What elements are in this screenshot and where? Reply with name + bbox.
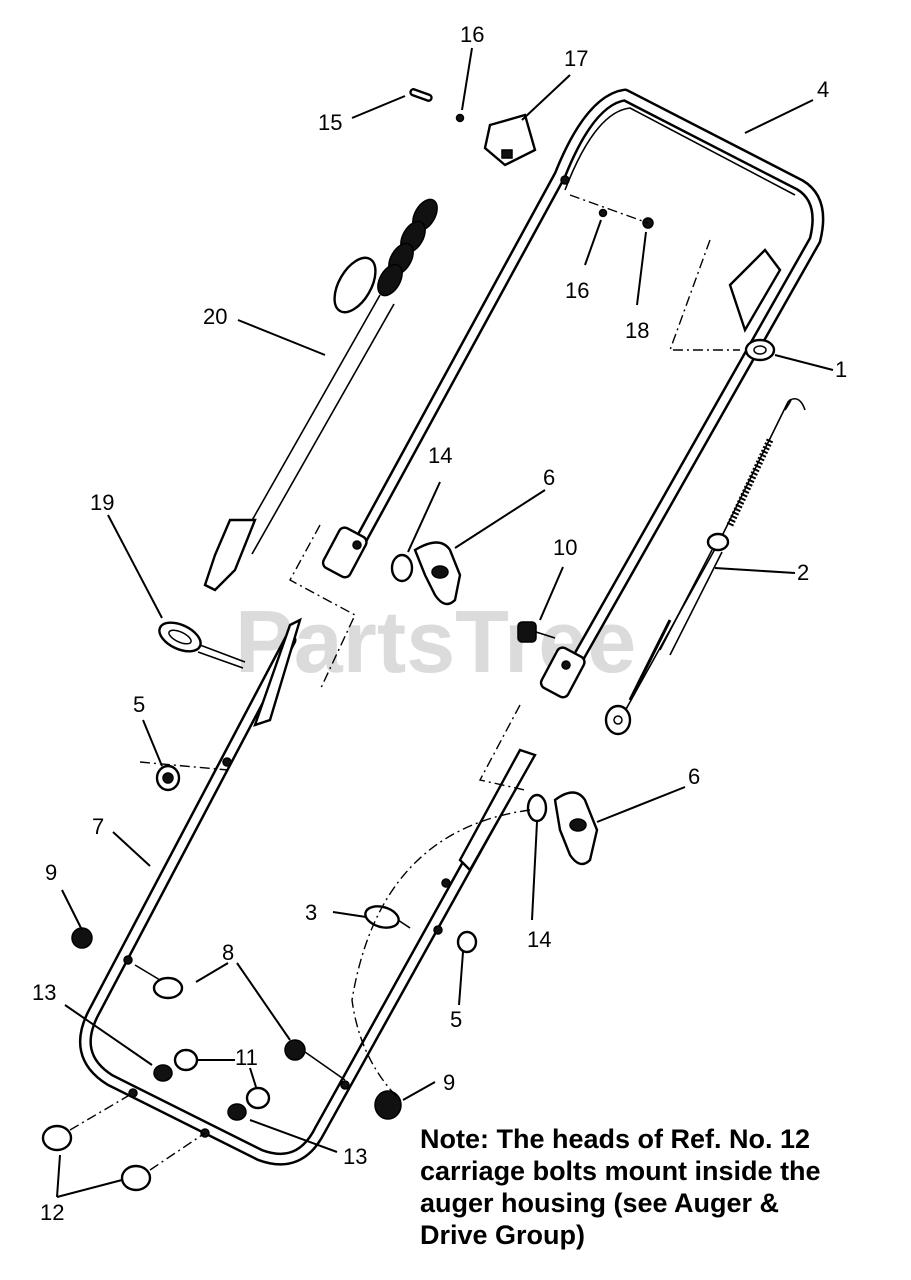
lower-handle xyxy=(78,617,537,1166)
callout-14-lower: 14 xyxy=(527,927,551,952)
crank-grip xyxy=(377,198,438,297)
eyelet-19 xyxy=(158,621,246,669)
callout-5-upper: 5 xyxy=(133,692,145,717)
bolt-10 xyxy=(517,621,556,643)
callout-13-upper: 13 xyxy=(32,980,56,1005)
nut-5-lower xyxy=(456,930,478,954)
chute-crank xyxy=(203,198,438,592)
upper-handle xyxy=(321,88,825,699)
callout-6-upper: 6 xyxy=(543,465,555,490)
callout-labels: 1 2 3 4 5 5 6 6 7 8 9 9 10 11 12 13 13 1… xyxy=(32,22,847,1225)
callout-2: 2 xyxy=(797,560,809,585)
callout-5-lower: 5 xyxy=(450,1007,462,1032)
callout-19: 19 xyxy=(90,490,114,515)
callout-16-upper: 16 xyxy=(460,22,484,47)
callout-8: 8 xyxy=(222,940,234,965)
upper-handle-left-end xyxy=(321,526,368,579)
carriage-bolt-12-left xyxy=(41,1092,134,1152)
part-16-top xyxy=(455,113,465,123)
part-16-lower xyxy=(598,208,608,218)
nut-11-left xyxy=(173,1048,199,1072)
callout-17: 17 xyxy=(564,46,588,71)
lower-handle-left-slot xyxy=(253,617,302,727)
callout-7: 7 xyxy=(92,814,104,839)
callout-18: 18 xyxy=(625,318,649,343)
cable-2 xyxy=(604,397,806,736)
callout-13-lower: 13 xyxy=(343,1144,367,1169)
pin-15 xyxy=(409,88,433,102)
callout-20: 20 xyxy=(203,304,227,329)
knob-6-lower xyxy=(553,791,599,866)
callout-3: 3 xyxy=(305,900,317,925)
bolt-8-upper xyxy=(134,964,184,1000)
washer-14-upper xyxy=(390,553,414,583)
nut-13-right xyxy=(227,1103,247,1121)
bolt-8-lower xyxy=(284,1039,346,1081)
callout-9-upper: 9 xyxy=(45,860,57,885)
crank-tip xyxy=(203,518,257,592)
callout-10: 10 xyxy=(553,535,577,560)
callout-12: 12 xyxy=(40,1200,64,1225)
callout-15: 15 xyxy=(318,110,342,135)
callout-4: 4 xyxy=(817,77,829,102)
upper-handle-right-end xyxy=(539,646,586,699)
clamp-3 xyxy=(364,905,411,929)
callout-9-lower: 9 xyxy=(443,1070,455,1095)
assembly-note: Note: The heads of Ref. No. 12 carriage … xyxy=(420,1124,821,1250)
knob-6-upper xyxy=(413,541,462,606)
callout-14-upper: 14 xyxy=(428,443,452,468)
eyebolt-1 xyxy=(744,338,776,362)
callout-16-lower: 16 xyxy=(565,278,589,303)
lower-handle-right-slot xyxy=(458,748,537,872)
nut-9-lower xyxy=(374,1090,402,1120)
leader-lines xyxy=(56,47,834,1198)
nut-9-upper xyxy=(71,927,93,949)
callout-11: 11 xyxy=(235,1045,258,1070)
washer-14-lower xyxy=(526,793,548,823)
callout-1: 1 xyxy=(835,357,847,382)
carriage-bolt-12-right xyxy=(120,1132,206,1192)
guide-17 xyxy=(483,113,537,167)
nut-13-left xyxy=(153,1064,173,1082)
nut-11-right xyxy=(245,1086,271,1110)
callout-6-lower: 6 xyxy=(688,764,700,789)
handle-bracket xyxy=(728,248,782,333)
